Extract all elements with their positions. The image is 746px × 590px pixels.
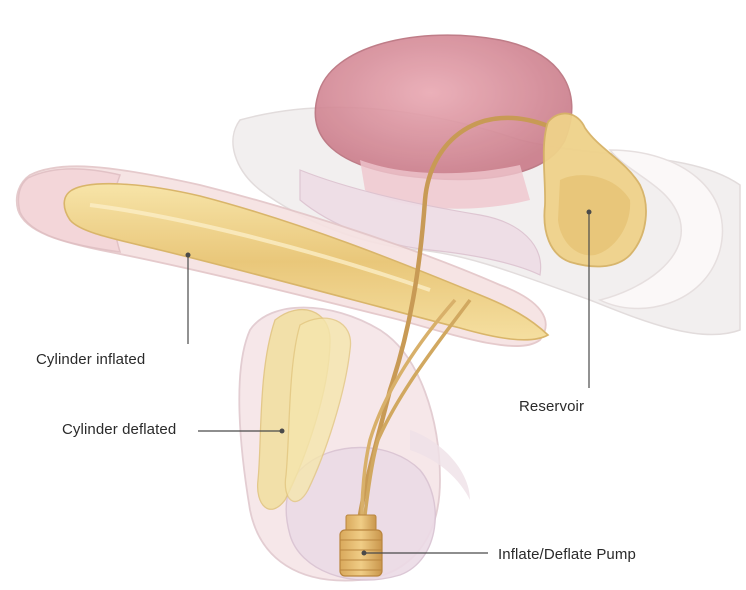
pump-shape <box>340 515 382 576</box>
leader-dot-cylinder-deflated <box>280 429 285 434</box>
reservoir-shape <box>544 113 646 266</box>
label-cylinder-inflated: Cylinder inflated <box>36 351 145 368</box>
label-reservoir: Reservoir <box>519 398 584 415</box>
leader-dot-reservoir <box>587 210 592 215</box>
label-pump: Inflate/Deflate Pump <box>498 546 636 563</box>
label-cylinder-deflated: Cylinder deflated <box>62 421 176 438</box>
leader-dot-cylinder-inflated <box>186 253 191 258</box>
leader-dot-pump <box>362 551 367 556</box>
